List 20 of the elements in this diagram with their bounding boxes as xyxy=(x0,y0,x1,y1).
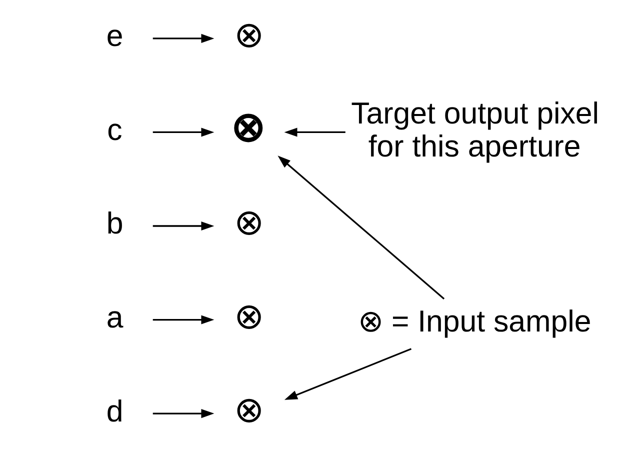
arrow xyxy=(284,128,345,137)
arrow xyxy=(152,315,214,324)
arrow xyxy=(284,348,412,400)
arrow xyxy=(152,34,214,44)
arrow xyxy=(152,221,214,231)
arrow xyxy=(152,128,214,137)
node-text: ⊗ xyxy=(233,202,264,243)
arrow xyxy=(152,408,214,418)
arrow xyxy=(277,156,444,300)
node-text: Target output pixel for this aperture xyxy=(350,97,598,164)
node-text: b xyxy=(106,208,123,241)
node-text: ⊗ xyxy=(233,296,264,336)
node-text: ⊗ xyxy=(233,15,264,56)
node-text: ⊗ xyxy=(230,104,265,150)
node-text: c xyxy=(106,114,122,147)
node-text: d xyxy=(106,395,123,428)
node-text: ⊗ xyxy=(233,390,264,430)
node-text: a xyxy=(106,301,123,334)
node-text: ⊗ = Input sample xyxy=(358,306,591,339)
node-text: e xyxy=(106,20,123,54)
